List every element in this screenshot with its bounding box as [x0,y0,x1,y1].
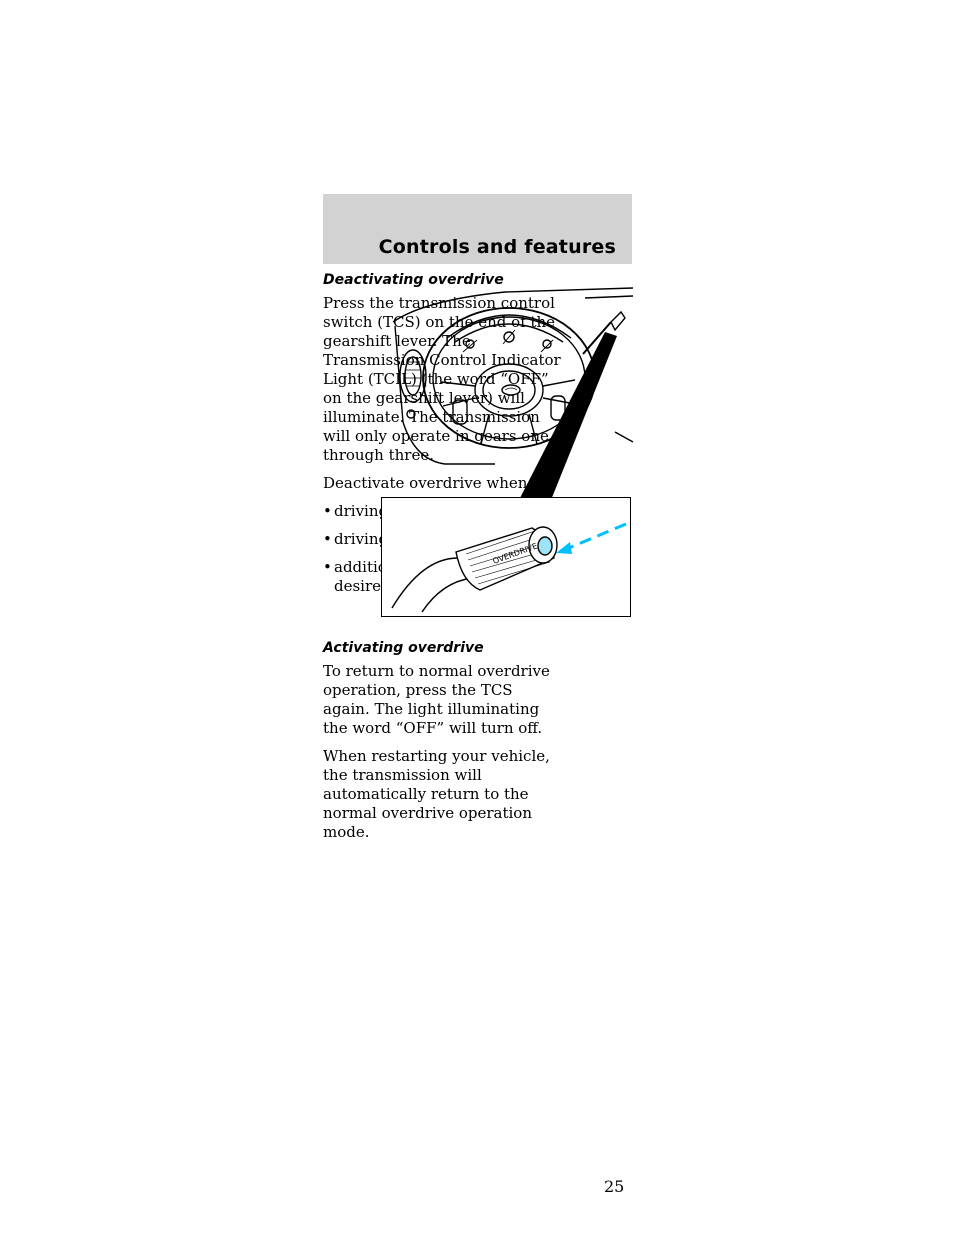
overdrive-switch-inset: OVERDRIVE [381,497,631,617]
gearshift-lever-closeup: OVERDRIVE [391,522,627,613]
activating-heading: Activating overdrive [323,640,484,656]
arrow-head-icon [556,542,572,554]
page-number: 25 [604,1177,625,1196]
activating-paragraph-2: When restarting your vehicle, the transm… [323,747,550,841]
section-header-band: Controls and features [323,194,632,264]
activating-section: To return to normal overdrive operation,… [323,662,563,851]
deactivate-intro: Deactivate overdrive when: [323,474,533,492]
steering-wheel-illustration [392,287,634,500]
deactivating-heading: Deactivating overdrive [323,272,504,288]
activating-paragraph-1: To return to normal overdrive operation,… [323,662,550,737]
section-title: Controls and features [378,236,616,258]
